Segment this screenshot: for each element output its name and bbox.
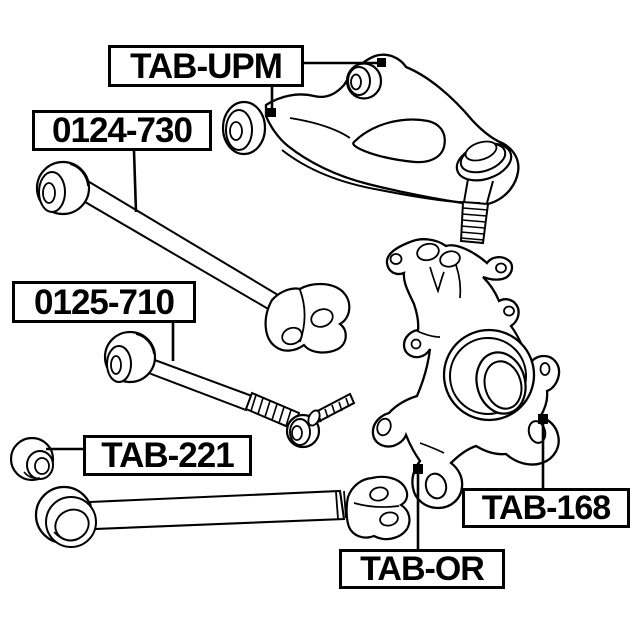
label-box-tab-221: TAB-221 [83,435,252,476]
ear-hole-top-right [495,262,507,274]
rod-bushing-rim [69,163,89,187]
part-number-text: TAB-UPM [130,46,283,86]
rod2-bushing-hole [110,355,122,375]
rod-fork-end [264,282,351,354]
trailing-arm-tube [88,489,346,531]
hub-bore-inner [483,360,523,410]
small-bushing [9,436,55,482]
label-box-0124-730: 0124-730 [32,110,212,151]
arm-flange-line [281,149,481,204]
rod2-tube [144,357,254,412]
lateral-rod-rear [103,330,356,449]
fork-hole-upper [310,308,334,328]
small-bushing-lip [23,471,41,480]
label-box-tab-168: TAB-168 [462,488,630,528]
fork-crease [299,289,306,343]
trailing-arm [34,475,411,548]
ear-hole-mid-right [503,305,515,317]
part-number-text: 0125-710 [34,282,175,322]
ear-hole-right [539,362,551,376]
leader-0124-730 [132,150,138,213]
callout-dots [267,58,548,474]
clamp-lobe-left [416,242,440,262]
arm-front-bushing-hole [229,121,243,141]
label-box-tab-upm: TAB-UPM [108,45,304,87]
callout-dot-tab-upm-top [377,58,386,67]
knuckle-crease-v [429,266,445,294]
lateral-rod-front [35,160,351,354]
rod2-stud [307,392,356,427]
knuckle-crease-low [419,442,445,454]
rear-lug-bushing-bore [527,420,547,444]
fork-hole-lower [281,326,303,346]
callout-dot-tab-upm-bushing [267,108,276,117]
rod2-bushing-rim [135,333,155,355]
arm-top-bushing-hole [350,73,362,91]
rod-bushing-hole [42,182,56,204]
part-number-text: TAB-168 [481,489,611,527]
ear-hole-mid-left [410,338,422,350]
callout-dot-tab-or [413,464,423,474]
rod2-end-bushing-hole [291,425,303,441]
arm-top-crease [289,117,351,139]
label-box-0125-710: 0125-710 [12,281,196,323]
trailing-arm-ring-arc [53,531,81,542]
clamp-lobe-right [439,250,461,268]
callout-leaders [46,61,545,549]
knuckle-crease-right [455,264,462,299]
knuckle-eye-bore [424,472,448,500]
steering-knuckle [371,238,561,510]
fork2-hole-lower [379,511,399,527]
part-number-text: TAB-OR [360,550,485,588]
ball-joint-stud [459,178,494,245]
ear-hole-lower-left [376,417,392,437]
callout-dot-tab-168 [538,414,548,424]
ball-joint-boss-face [464,140,498,162]
ear-hole-top-left [389,253,403,265]
label-box-tab-or: TAB-OR [339,549,505,589]
part-number-text: 0124-730 [52,111,193,150]
trailing-arm-fork [345,475,411,541]
part-number-text: TAB-221 [101,436,234,475]
knuckle-crease-mid [416,330,441,338]
fork2-hole-upper [369,486,389,502]
small-bushing-hole [34,457,50,475]
arm-window-cutout [352,118,446,164]
fork2-crease [353,502,400,508]
upper-control-arm [221,53,520,245]
